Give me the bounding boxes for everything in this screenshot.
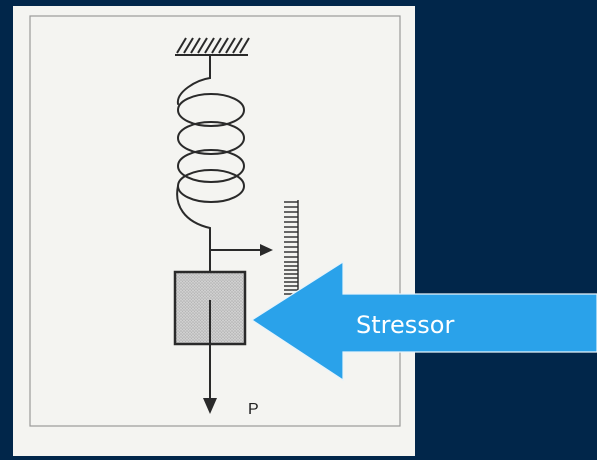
figure-panel <box>13 6 415 456</box>
stressor-label: Stressor <box>356 311 454 339</box>
figure-border <box>29 15 401 427</box>
ceiling-support <box>175 37 250 56</box>
pointer-arrow <box>210 244 273 256</box>
load-arrow <box>203 300 217 414</box>
stressor-callout: Stressor <box>250 260 597 382</box>
spring <box>176 54 245 273</box>
load-label: P <box>248 401 259 418</box>
measuring-scale <box>284 200 299 296</box>
